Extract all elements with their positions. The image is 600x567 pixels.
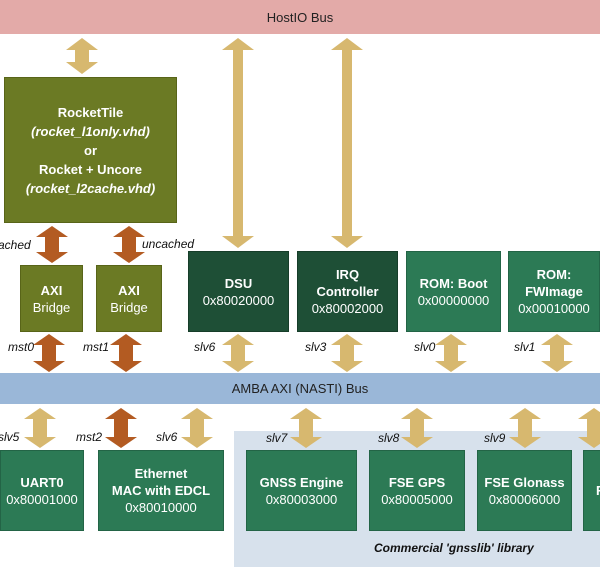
axi-bridge-0-sub: Bridge (32, 299, 71, 315)
rocket-uncore: Rocket + Uncore (39, 161, 142, 177)
arrow-slv9 (509, 408, 541, 448)
rocket-tile-box: RocketTile (rocket_l1only.vhd) or Rocket… (4, 77, 177, 223)
rocket-file-l2: (rocket_l2cache.vhd) (26, 179, 155, 198)
cut-off-module-box: F (583, 450, 600, 531)
arrow-slv8 (401, 408, 433, 448)
gnsslib-caption-suffix: library (493, 541, 534, 555)
hostio-bus: HostIO Bus (0, 0, 600, 34)
uart0-title: UART0 (20, 474, 64, 490)
arrow-cached (36, 226, 68, 263)
rom-fw-addr: 0x00010000 (518, 301, 590, 316)
axi-bridge-1-title: AXI (118, 282, 140, 298)
label-slv8: slv8 (378, 431, 400, 445)
arrow-slv10-cut (578, 408, 600, 448)
label-slv7: slv7 (266, 431, 288, 445)
ethernet-title: Ethernet MAC with EDCL (111, 466, 211, 498)
arrow-slv6-bottom (181, 408, 213, 448)
arrow-mst1 (110, 334, 142, 372)
irq-addr: 0x80002000 (311, 301, 384, 316)
label-slv9: slv9 (484, 431, 506, 445)
arrow-rocket-hostio (66, 38, 98, 74)
rocket-title: RocketTile (57, 104, 124, 120)
rom-boot-title: ROM: Boot (419, 275, 488, 291)
axi-bridge-1-sub: Bridge (110, 299, 148, 315)
rom-boot-addr: 0x00000000 (417, 292, 490, 308)
label-uncached: uncached (142, 237, 195, 251)
rocket-file-l1: (rocket_l1only.vhd) (31, 122, 150, 141)
arrow-dsu-hostio (222, 38, 254, 248)
arrow-slv1 (541, 334, 573, 372)
label-mst2: mst2 (76, 430, 103, 444)
arrow-mst2 (105, 408, 137, 448)
rom-fwimage-box: ROM: FWImage 0x00010000 (508, 251, 600, 332)
arrow-slv6-top (222, 334, 254, 372)
rocket-file-l1-text: (rocket_l1only.vhd) (31, 123, 150, 139)
arrow-slv3 (331, 334, 363, 372)
axi-bridge-1: AXI Bridge (96, 265, 162, 332)
irq-controller-box: IRQ Controller 0x80002000 (297, 251, 398, 332)
arrow-uncached (113, 226, 145, 263)
hostio-bus-label: HostIO Bus (266, 9, 334, 25)
label-slv6-top: slv6 (194, 340, 216, 354)
rocket-or: or (84, 142, 97, 158)
label-mst1: mst1 (83, 340, 110, 354)
label-slv6-bottom: slv6 (156, 430, 178, 444)
fse-glonass-title: FSE Glonass (484, 474, 565, 490)
dsu-box: DSU 0x80020000 (188, 251, 289, 332)
cut-off-title: F (596, 483, 600, 498)
rocket-file-l2-text: (rocket_l2cache.vhd) (25, 180, 156, 196)
label-mst0: mst0 (8, 340, 35, 354)
fse-glonass-box: FSE Glonass 0x80006000 (477, 450, 572, 531)
arrow-irq-hostio (331, 38, 363, 248)
arrow-slv7 (290, 408, 322, 448)
ethernet-mac-box: Ethernet MAC with EDCL 0x80010000 (98, 450, 224, 531)
fse-gps-title: FSE GPS (388, 474, 446, 490)
fse-gps-addr: 0x80005000 (381, 491, 453, 507)
label-slv1: slv1 (514, 340, 536, 354)
axi-bridge-0: AXI Bridge (20, 265, 83, 332)
amba-bus-label: AMBA AXI (NASTI) Bus (231, 381, 369, 396)
ethernet-addr: 0x80010000 (125, 500, 197, 515)
label-cached: cached (0, 238, 31, 252)
label-slv5: slv5 (0, 430, 20, 444)
uart0-addr: 0x80001000 (6, 491, 78, 507)
amba-axi-bus: AMBA AXI (NASTI) Bus (0, 373, 600, 404)
arrow-mst0 (33, 334, 65, 372)
gnsslib-caption: Commercial 'gnsslib' library (374, 541, 534, 555)
axi-bridge-0-title: AXI (40, 282, 63, 298)
dsu-addr: 0x80020000 (202, 292, 275, 308)
gnss-engine-title: GNSS Engine (259, 474, 344, 490)
irq-title: IRQ Controller (316, 267, 379, 299)
fse-glonass-addr: 0x80006000 (488, 491, 561, 507)
gnss-engine-addr: 0x80003000 (265, 491, 338, 507)
gnss-engine-box: GNSS Engine 0x80003000 (246, 450, 357, 531)
rom-fw-title: ROM: FWImage (525, 267, 583, 299)
uart0-box: UART0 0x80001000 (0, 450, 84, 531)
fse-gps-box: FSE GPS 0x80005000 (369, 450, 465, 531)
rom-boot-box: ROM: Boot 0x00000000 (406, 251, 501, 332)
gnsslib-caption-prefix: Commercial 'gnsslib' (374, 541, 494, 555)
dsu-title: DSU (224, 275, 253, 291)
label-slv3: slv3 (305, 340, 327, 354)
arrow-slv5 (24, 408, 56, 448)
label-slv0: slv0 (414, 340, 436, 354)
arrow-slv0 (435, 334, 467, 372)
